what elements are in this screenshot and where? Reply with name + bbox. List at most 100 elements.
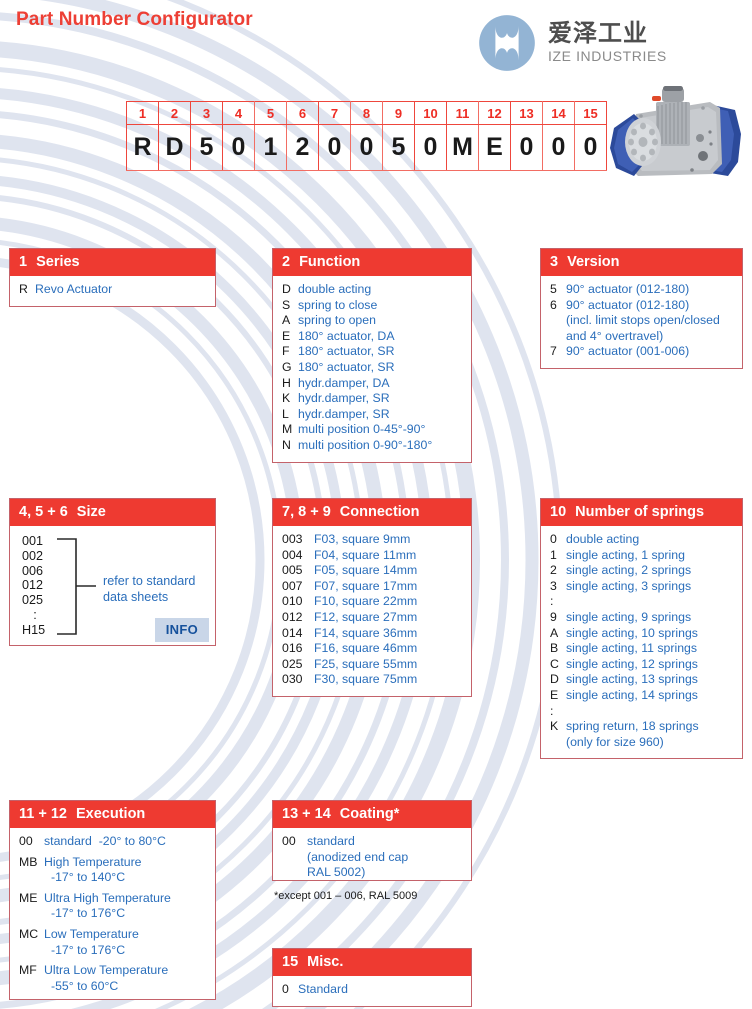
part-number-position: 14	[542, 101, 575, 125]
option-desc: hydr.damper, SR	[298, 406, 390, 421]
list-item: 0 Standard	[282, 982, 463, 998]
option-desc: multi position 0-90°-180°	[298, 437, 433, 452]
part-number-char: 0	[574, 124, 607, 171]
option-code: R	[19, 282, 28, 296]
size-note-line2: data sheets	[103, 589, 169, 604]
part-number-position: 6	[286, 101, 319, 125]
option-desc: Revo Actuator	[35, 282, 113, 296]
option-desc: Ultra Low Temperature	[44, 963, 169, 978]
option-code: 014	[282, 625, 303, 640]
page-title: Part Number Configurator	[16, 9, 253, 30]
size-code: 025	[22, 593, 44, 608]
part-number-char: 0	[318, 124, 351, 171]
list-item: (incl. limit stops open/closed	[550, 313, 734, 329]
part-number-char: E	[478, 124, 511, 171]
list-item: RAL 5002)	[282, 865, 463, 881]
option-code: 0	[550, 532, 557, 546]
size-code: 002	[22, 548, 44, 563]
list-item: ME Ultra High Temperature	[19, 891, 207, 907]
part-number-char: 5	[382, 124, 415, 171]
section-version-title: Version	[567, 254, 620, 270]
option-code: E	[550, 687, 559, 702]
option-desc: single acting, 1 spring	[566, 547, 685, 562]
option-code: D	[550, 672, 559, 687]
option-code: 00	[282, 834, 296, 848]
option-desc: F05, square 14mm	[314, 563, 418, 578]
option-code: 0	[282, 982, 289, 996]
option-desc: single acting, 14 springs	[566, 687, 698, 702]
option-code: 2	[550, 563, 557, 578]
option-desc: single acting, 12 springs	[566, 656, 698, 671]
brand-logo: 爱泽工业 IZE INDUSTRIES	[478, 14, 667, 72]
section-misc-body: 0 Standard	[273, 976, 471, 1006]
part-number-char: 5	[190, 124, 223, 171]
option-code: S	[282, 297, 291, 312]
pneumatic-rotary-actuator-photo	[610, 86, 741, 176]
option-desc: F10, square 22mm	[314, 594, 418, 609]
option-desc: Ultra High Temperature	[44, 890, 171, 905]
size-bracket-icon	[57, 538, 96, 635]
option-desc: single acting, 13 springs	[566, 672, 698, 687]
option-code: 1	[550, 547, 557, 562]
option-desc: single acting, 10 springs	[566, 625, 698, 640]
option-code: 00	[19, 834, 33, 848]
option-code: MC	[19, 926, 39, 941]
option-code: H	[282, 375, 291, 390]
part-number-position: 11	[446, 101, 479, 125]
option-code: MB	[19, 854, 38, 869]
option-desc: and 4° overtravel)	[566, 328, 664, 343]
part-number-char: 0	[222, 124, 255, 171]
part-number-char: D	[158, 124, 191, 171]
section-coating-number: 13 + 14	[282, 806, 331, 822]
section-execution-number: 11 + 12	[19, 806, 67, 822]
option-code: ME	[19, 890, 38, 905]
size-note: refer to standard data sheets	[103, 574, 195, 605]
option-desc: Standard	[298, 982, 348, 996]
list-item: :	[550, 594, 734, 610]
info-button[interactable]: INFO	[154, 618, 209, 642]
section-connection-title: Connection	[339, 504, 420, 520]
option-desc: spring to open	[298, 313, 376, 328]
option-code: 3	[550, 578, 557, 593]
option-desc: F30, square 75mm	[314, 672, 418, 687]
size-note-line1: refer to standard	[103, 574, 196, 588]
option-desc: standard	[307, 834, 355, 848]
list-item: R Revo Actuator	[19, 282, 207, 298]
part-number-position: 15	[574, 101, 607, 125]
option-desc: Low Temperature	[44, 926, 139, 941]
option-code: :	[550, 594, 554, 609]
list-item: 1 single acting, 1 spring	[550, 548, 734, 564]
option-code: A	[550, 625, 559, 640]
option-desc: hydr.damper, DA	[298, 375, 390, 390]
part-number-position: 3	[190, 101, 223, 125]
section-misc-number: 15	[282, 954, 299, 970]
